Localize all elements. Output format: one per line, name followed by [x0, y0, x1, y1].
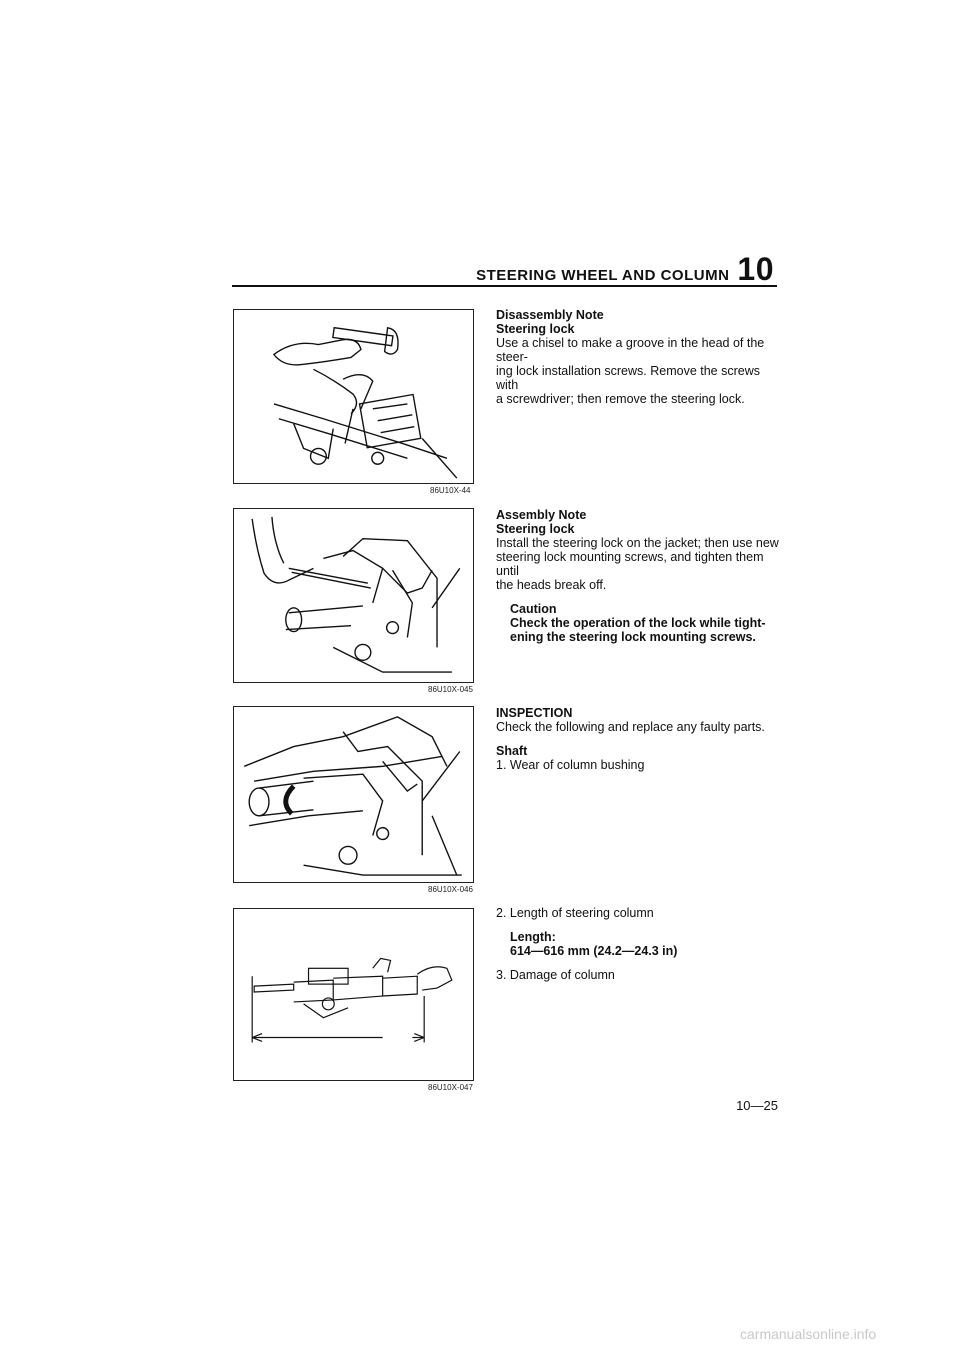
assembly-body-line: steering lock mounting screws, and tight…	[496, 550, 764, 578]
header-title: STEERING WHEEL AND COLUMN	[476, 267, 730, 284]
disassembly-heading: Disassembly Note	[496, 308, 604, 322]
figure-code: 86U10X-045	[428, 685, 473, 694]
caution-label: Caution	[510, 602, 557, 616]
inspection-section: INSPECTION Check the following and repla…	[496, 706, 780, 772]
disassembly-subheading: Steering lock	[496, 322, 575, 336]
figure-column-length	[233, 908, 474, 1081]
length-section: 2. Length of steering column Length: 614…	[496, 906, 780, 982]
figure-code: 86U10X-047	[428, 1083, 473, 1092]
figure-chisel-hammer	[233, 309, 474, 484]
caution-text: Check the operation of the lock while ti…	[510, 616, 766, 630]
inspection-item: 1. Wear of column bushing	[496, 758, 645, 772]
inspection-intro: Check the following and replace any faul…	[496, 720, 765, 734]
disassembly-body-line: a screwdriver; then remove the steering …	[496, 392, 745, 406]
chapter-number: 10	[737, 251, 774, 287]
header-rule	[232, 285, 777, 287]
watermark-text: carmanualsonline.info	[740, 1326, 877, 1342]
assembly-heading: Assembly Note	[496, 508, 587, 522]
assembly-section: Assembly Note Steering lock Install the …	[496, 508, 780, 644]
inspection-item: 2. Length of steering column	[496, 906, 654, 920]
inspection-heading: INSPECTION	[496, 706, 573, 720]
disassembly-body-line: ing lock installation screws. Remove the…	[496, 364, 760, 392]
page-number: 10—25	[736, 1098, 778, 1113]
spec-label: Length:	[510, 930, 556, 944]
spec-value: 614—616 mm (24.2—24.3 in)	[510, 944, 678, 958]
figure-code: 86U10X-44	[430, 486, 471, 495]
disassembly-body-line: Use a chisel to make a groove in the hea…	[496, 336, 765, 364]
caution-text: ening the steering lock mounting screws.	[510, 630, 756, 644]
illustration-chisel-hammer	[272, 326, 458, 479]
figure-screwdriver	[233, 508, 474, 683]
shaft-label: Shaft	[496, 744, 528, 758]
figure-column-bushing	[233, 706, 474, 883]
section-header: STEERING WHEEL AND COLUMN 10	[476, 253, 774, 285]
disassembly-section: Disassembly Note Steering lock Use a chi…	[496, 308, 780, 406]
illustration-column-bushing	[243, 716, 462, 876]
assembly-body-line: Install the steering lock on the jacket;…	[496, 536, 779, 550]
inspection-item: 3. Damage of column	[496, 968, 615, 982]
illustration-screwdriver-lock	[251, 516, 461, 673]
assembly-body-line: the heads break off.	[496, 578, 607, 592]
assembly-subheading: Steering lock	[496, 522, 575, 536]
illustration-column-length	[251, 957, 453, 1043]
figure-code: 86U10X-046	[428, 885, 473, 894]
